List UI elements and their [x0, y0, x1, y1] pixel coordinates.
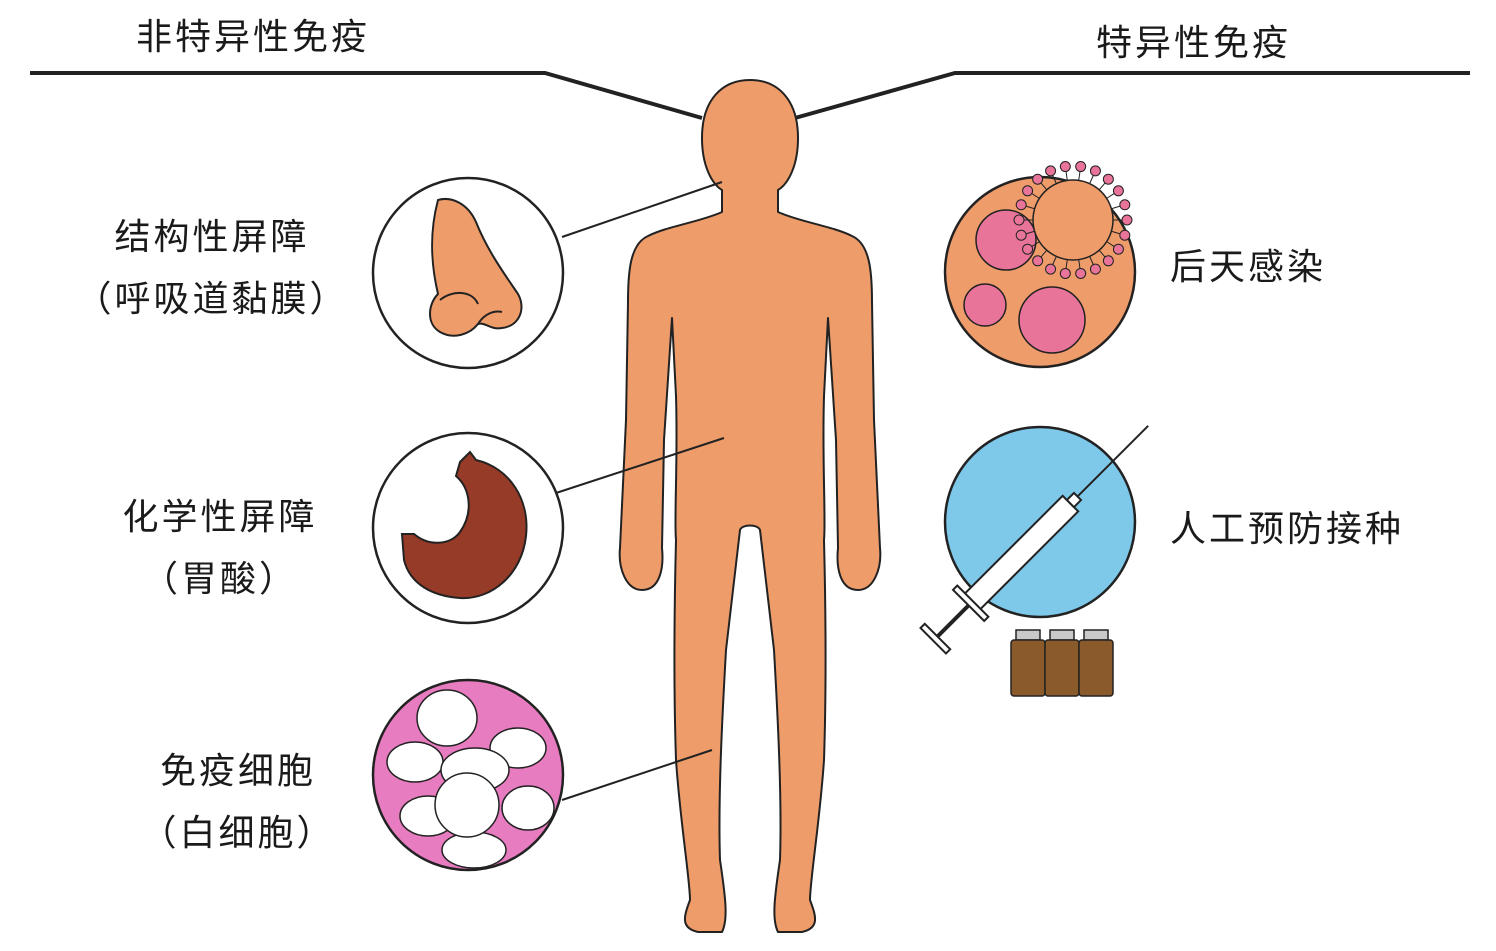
virus-spike-knob: [1112, 185, 1124, 197]
virus-spike-knob: [1102, 255, 1114, 267]
label-white-blood-cells: （白细胞）: [140, 813, 336, 854]
virus-spike-knob: [1022, 243, 1034, 255]
virus-spike-knob: [1075, 161, 1087, 173]
virus-spike: [1098, 249, 1107, 259]
virus-spike-knob: [1119, 199, 1131, 211]
virus-spike: [1039, 181, 1048, 191]
virus-spike-knob: [1015, 229, 1027, 241]
human-body-silhouette: [618, 79, 882, 933]
virus-spike: [1106, 241, 1116, 248]
vaccine-vials: [1010, 629, 1114, 697]
virus-spike-knob: [1119, 229, 1131, 241]
virus-spike-knob: [1089, 263, 1101, 275]
label-chemical-barrier: 化学性屏障: [122, 497, 318, 538]
virus-spike-knob: [1112, 243, 1124, 255]
virus-spike-knob: [1121, 214, 1133, 226]
pointer-cells: [561, 749, 713, 801]
header-line-left: [30, 71, 703, 120]
white-blood-cells-icon: [371, 678, 565, 872]
syringe-plunger: [919, 622, 952, 655]
virus-spike: [1089, 256, 1095, 266]
virus-spike: [1098, 181, 1107, 191]
virus-spike-knob: [1045, 165, 1057, 177]
syringe-needle: [1069, 425, 1149, 505]
virus-spike: [1039, 249, 1048, 259]
label-immune-cells: 免疫细胞: [159, 751, 317, 792]
virus-spike: [1065, 259, 1068, 270]
virus-spike: [1024, 205, 1035, 210]
virus-spike-knob: [1032, 173, 1044, 185]
stomach-icon: [371, 431, 565, 625]
virus-infection-icon: [943, 161, 1137, 369]
label-structural-barrier: 结构性屏障: [114, 217, 310, 258]
virus-spike: [1024, 230, 1035, 235]
header-line-right: [794, 71, 1470, 120]
syringe-vaccine-icon: [919, 425, 1149, 697]
virus-spike: [1065, 170, 1068, 181]
virus-spike-knob: [1022, 185, 1034, 197]
virus-spike: [1106, 192, 1116, 199]
virus-spike-knob: [1015, 199, 1027, 211]
virus-spike: [1051, 256, 1057, 266]
virus-spike: [1078, 170, 1081, 181]
virus-spike: [1089, 174, 1095, 184]
virus-spike: [1111, 205, 1122, 210]
virus-particle: [1013, 161, 1133, 279]
virus-spike-knob: [1045, 263, 1057, 275]
label-gastric-acid: （胃酸）: [141, 559, 299, 600]
virus-spike-knob: [1013, 214, 1025, 226]
virus-spike-knob: [1075, 267, 1087, 279]
label-respiratory-mucosa: （呼吸道黏膜）: [75, 279, 349, 320]
virus-spike-knob: [1059, 267, 1071, 279]
nose-icon: [371, 176, 565, 370]
virus-spike: [1078, 259, 1081, 270]
virus-spike-knob: [1089, 165, 1101, 177]
virus-spike: [1051, 174, 1057, 184]
label-artificial-vaccination: 人工预防接种: [1170, 509, 1405, 550]
virus-spike-knob: [1102, 173, 1114, 185]
virus-spike-knob: [1059, 161, 1071, 173]
virus-spike: [1111, 230, 1122, 235]
virus-spike-knob: [1032, 255, 1044, 267]
heading-specific-immunity: 特异性免疫: [1096, 23, 1292, 64]
label-acquired-infection: 后天感染: [1170, 247, 1327, 288]
virus-spike: [1030, 241, 1040, 248]
heading-nonspecific-immunity: 非特异性免疫: [136, 17, 371, 58]
pointer-stomach: [555, 437, 725, 494]
virus-spike: [1030, 192, 1040, 199]
pointer-nose: [561, 181, 723, 238]
